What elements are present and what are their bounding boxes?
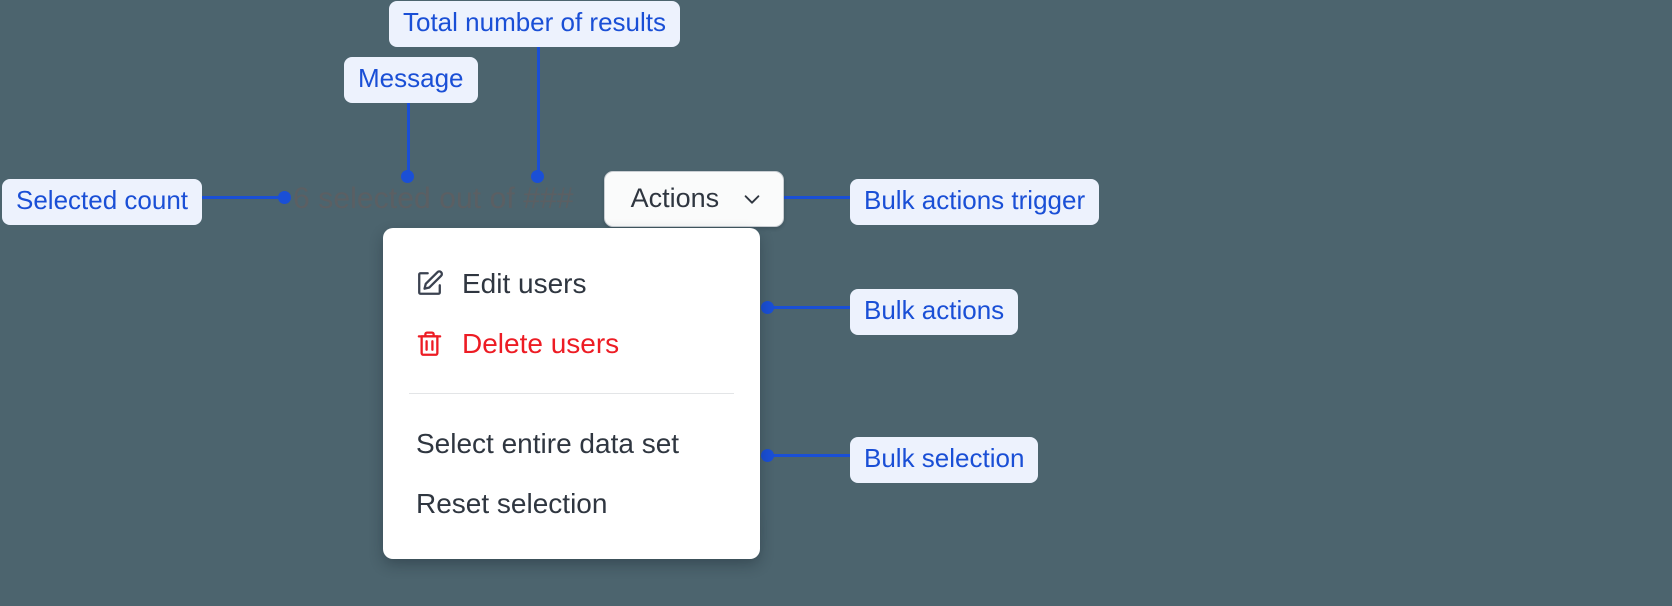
connector-selected-count xyxy=(201,196,287,199)
menu-item-label: Reset selection xyxy=(416,487,608,519)
connector-dot-message xyxy=(401,170,414,183)
selected-count-message: 6 selected out of ### xyxy=(293,182,574,215)
menu-item-select-entire-data-set[interactable]: Select entire data set xyxy=(383,414,760,474)
menu-item-reset-selection[interactable]: Reset selection xyxy=(383,474,760,534)
bulk-selection-bar: 6 selected out of ### Actions xyxy=(293,171,785,227)
bulk-actions-trigger-button[interactable]: Actions xyxy=(603,171,785,227)
menu-item-label: Edit users xyxy=(462,268,587,299)
connector-total-results xyxy=(537,39,540,177)
edit-pencil-icon xyxy=(414,269,444,299)
callout-bulk-selection: Bulk selection xyxy=(850,437,1039,483)
bulk-actions-menu: Edit users Delete users Select entire da… xyxy=(383,228,760,560)
connector-bulk-selection xyxy=(766,454,854,457)
connector-dot-selected-count xyxy=(278,191,291,204)
menu-separator xyxy=(409,393,734,395)
connector-dot-bulk-actions xyxy=(761,301,774,314)
callout-message: Message xyxy=(344,57,478,103)
menu-item-label: Delete users xyxy=(462,327,620,359)
connector-dot-total-results xyxy=(531,170,544,183)
connector-message xyxy=(407,91,410,177)
callout-selected-count: Selected count xyxy=(2,179,203,225)
connector-bulk-actions-trigger xyxy=(766,196,854,199)
trash-icon xyxy=(414,328,444,358)
menu-item-edit-users[interactable]: Edit users xyxy=(383,254,760,314)
chevron-down-icon xyxy=(741,188,763,210)
bulk-actions-trigger-label: Actions xyxy=(630,183,720,213)
connector-dot-bulk-selection xyxy=(761,449,774,462)
callout-bulk-actions-trigger: Bulk actions trigger xyxy=(850,179,1100,225)
connector-bulk-actions xyxy=(766,306,854,309)
menu-item-delete-users[interactable]: Delete users xyxy=(383,314,760,374)
menu-item-label: Select entire data set xyxy=(416,428,680,460)
callout-total-results: Total number of results xyxy=(389,1,681,47)
callout-bulk-actions: Bulk actions xyxy=(850,289,1019,335)
